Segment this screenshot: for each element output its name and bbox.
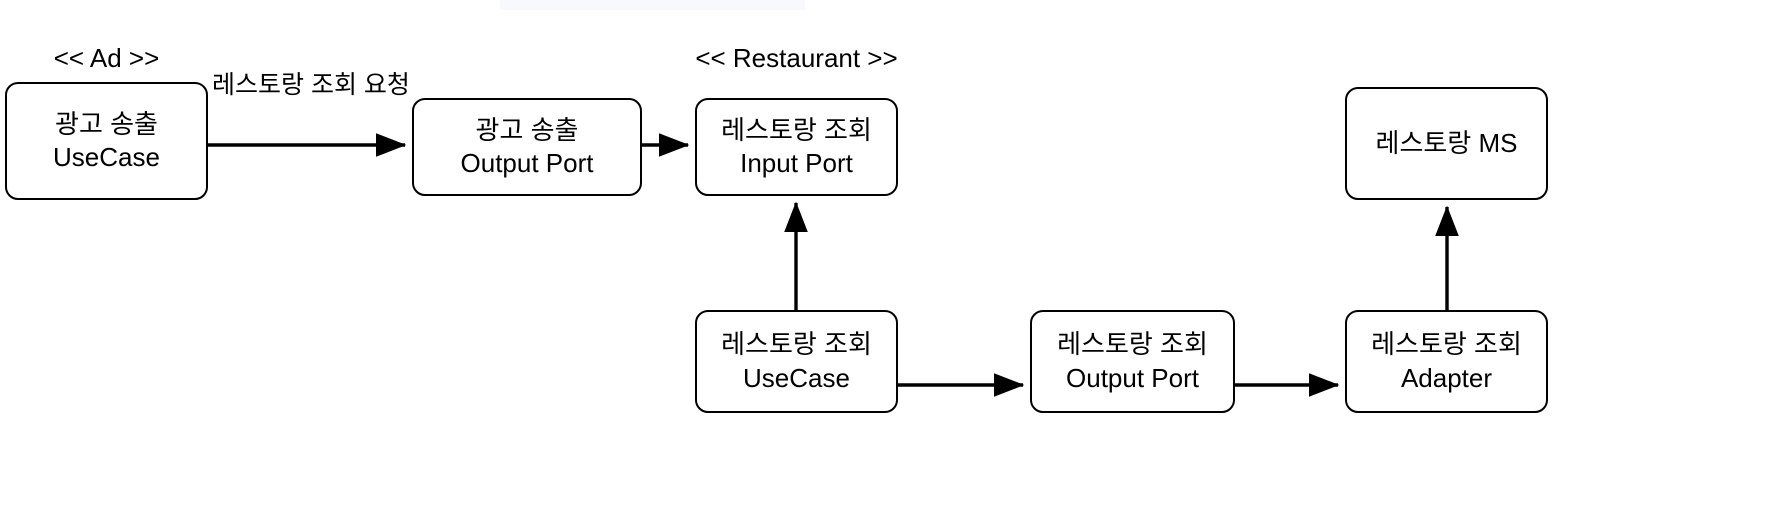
- node-restaurant-output-port-line1: 레스토랑 조회: [1057, 329, 1208, 360]
- node-ad-usecase-line2: UseCase: [53, 142, 160, 172]
- node-restaurant-adapter-line1: 레스토랑 조회: [1371, 329, 1522, 360]
- cropped-toolbar-remnant: [500, 0, 805, 10]
- stereotype-ad: << Ad >>: [5, 43, 208, 74]
- node-ad-output-port-line2: Output Port: [460, 148, 594, 178]
- stereotype-ad-label: << Ad >>: [53, 43, 160, 73]
- node-restaurant-adapter[interactable]: 레스토랑 조회 Adapter: [1345, 310, 1548, 413]
- edge-label-request-line1: 레스토랑: [212, 71, 305, 99]
- node-restaurant-input-port-line2: Input Port: [740, 148, 853, 178]
- node-restaurant-input-port[interactable]: 레스토랑 조회 Input Port: [695, 98, 898, 196]
- node-restaurant-ms[interactable]: 레스토랑 MS: [1345, 87, 1548, 200]
- node-ad-output-port[interactable]: 광고 송출 Output Port: [412, 98, 642, 196]
- node-restaurant-output-port[interactable]: 레스토랑 조회 Output Port: [1030, 310, 1235, 413]
- node-restaurant-input-port-line1: 레스토랑 조회: [721, 114, 872, 145]
- node-ad-output-port-line1: 광고 송출: [475, 114, 579, 145]
- node-ad-usecase[interactable]: 광고 송출 UseCase: [5, 82, 208, 200]
- node-ad-usecase-line1: 광고 송출: [55, 108, 158, 139]
- edge-label-request-line2: 조회 요청: [310, 71, 410, 99]
- node-restaurant-ms-line1: 레스토랑 MS: [1375, 127, 1518, 158]
- node-restaurant-output-port-line2: Output Port: [1066, 362, 1199, 393]
- node-restaurant-usecase-line1: 레스토랑 조회: [721, 329, 872, 360]
- node-restaurant-adapter-line2: Adapter: [1400, 362, 1493, 393]
- stereotype-restaurant-label: << Restaurant >>: [695, 43, 898, 73]
- stereotype-restaurant: << Restaurant >>: [695, 43, 898, 74]
- node-restaurant-usecase-line2: UseCase: [743, 362, 850, 393]
- edge-label-request: 레스토랑 조회 요청: [212, 70, 410, 102]
- node-restaurant-usecase[interactable]: 레스토랑 조회 UseCase: [695, 310, 898, 413]
